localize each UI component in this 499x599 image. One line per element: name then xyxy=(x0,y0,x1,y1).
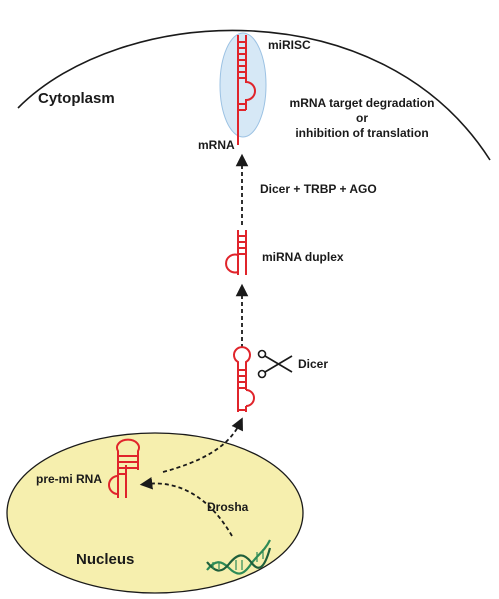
arrow-drosha xyxy=(139,477,233,537)
scissors-icon xyxy=(257,349,293,379)
label-pre-mirna: pre-mi RNA xyxy=(36,472,103,486)
label-cytoplasm: Cytoplasm xyxy=(38,90,115,107)
cytoplasmic-pre-mirna xyxy=(233,346,255,412)
label-drosha: Drosha xyxy=(207,500,249,514)
nucleus xyxy=(6,432,304,594)
label-mirisc: miRISC xyxy=(268,38,311,52)
nuclear-pre-mirna xyxy=(108,438,140,498)
label-dicer: Dicer xyxy=(298,357,329,371)
label-outcome-line2: or xyxy=(356,111,368,125)
cell-membrane xyxy=(17,29,491,161)
mirisc-complex xyxy=(219,32,267,138)
arrow-export xyxy=(162,417,243,473)
mirna-duplex xyxy=(225,230,247,275)
label-dicer-trbp-ago: Dicer + TRBP + AGO xyxy=(260,182,377,196)
label-nucleus: Nucleus xyxy=(76,551,135,568)
label-outcome-line1: mRNA target degradation xyxy=(289,96,435,110)
label-outcome: mRNA target degradation or inhibition of… xyxy=(274,96,450,141)
mirisc-rna xyxy=(237,35,256,145)
label-mrna: mRNA xyxy=(198,138,235,152)
dna-helix-icon xyxy=(206,539,272,575)
label-outcome-line3: inhibition of translation xyxy=(295,126,429,140)
label-mirna-duplex: miRNA duplex xyxy=(262,250,344,264)
